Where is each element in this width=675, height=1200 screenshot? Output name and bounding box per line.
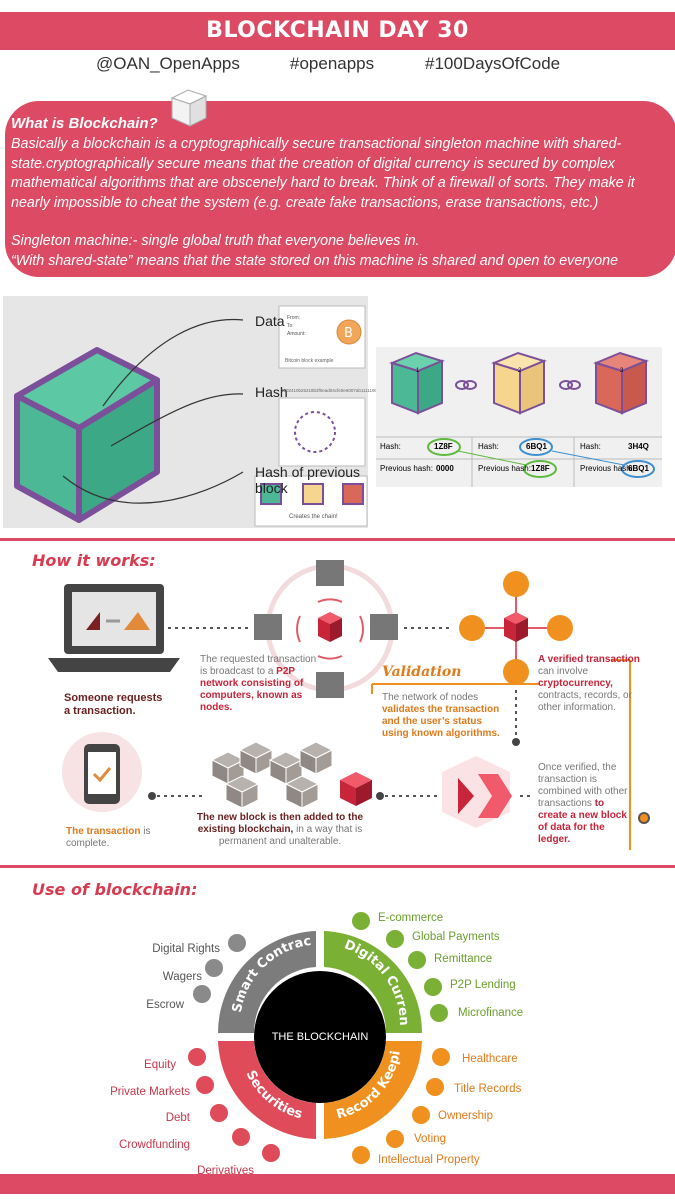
step-verified: A verified transaction can involve crypt…	[538, 654, 640, 713]
label-data: Data	[255, 313, 285, 329]
item-escrow: Escrow	[146, 999, 184, 1011]
svg-text:B: B	[344, 326, 353, 341]
globe-icon	[386, 930, 404, 948]
footer-bar	[0, 1174, 675, 1194]
validation-heading: Validation	[382, 664, 462, 680]
blockchain-ring-diagram: Smart Contracts Digital Currency Securit…	[190, 905, 423, 1139]
what-para-3: “With shared-state” means that the state…	[11, 252, 619, 269]
item-private-markets: Private Markets	[110, 1085, 190, 1098]
page-banner: BLOCKCHAIN DAY 30	[0, 12, 675, 50]
step-complete: The transaction is complete.	[66, 826, 151, 849]
key-icon	[412, 1106, 430, 1124]
item-remittance: Remittance	[434, 953, 493, 965]
item-healthcare: Healthcare	[462, 1053, 518, 1065]
hash-string: 3602410b25218b3f0ead04cfe0e6007ab1111190	[281, 388, 378, 393]
item-voting: Voting	[414, 1133, 446, 1145]
healthcare-icon	[432, 1048, 450, 1066]
cube-icon	[170, 89, 208, 127]
what-title: What is Blockchain?	[11, 115, 158, 132]
label-hash: Hash	[255, 384, 288, 400]
bitcoin-caption: Bitcoin block example	[285, 358, 334, 364]
item-microfinance: Microfinance	[458, 1007, 524, 1019]
item-ownership: Ownership	[438, 1110, 493, 1122]
divider-1	[0, 538, 675, 541]
process-illustration	[48, 560, 650, 850]
prev-value-1: 0000	[436, 464, 454, 473]
prev-label-1: Previous hash:	[380, 464, 433, 473]
blockchain-center-label: THE BLOCKCHAIN	[271, 1031, 369, 1043]
ballot-icon	[386, 1130, 404, 1148]
transfer-icon	[408, 951, 426, 969]
item-digital-rights: Digital Rights	[152, 943, 220, 955]
house-icon	[426, 1078, 444, 1096]
hash-label-1: Hash:	[380, 442, 401, 451]
step-combine: Once verified, the transaction is combin…	[538, 762, 628, 845]
bitcoin-block-fields: From:To:Amount:	[287, 315, 306, 337]
item-intellectual-property: Intellectual Property	[378, 1154, 480, 1166]
block-anatomy-panel: B Data Hash Hash of previous block From:…	[3, 296, 377, 528]
block-2-number: 2	[518, 368, 522, 374]
item-p2p-lending: P2P Lending	[450, 979, 516, 991]
item-global-payments: Global Payments	[412, 931, 500, 943]
what-text: Basically a blockchain is a cryptographi…	[11, 135, 651, 271]
item-crowdfunding: Crowdfunding	[119, 1138, 190, 1151]
lightbulb-icon	[352, 1146, 370, 1164]
block-1-number: 1	[416, 368, 420, 374]
twitter-handle[interactable]: @OAN_OpenApps	[96, 54, 240, 73]
debt-icon	[210, 1104, 228, 1122]
what-is-blockchain-card: What is Blockchain? Basically a blockcha…	[5, 101, 675, 277]
chain-cubes-illustration	[376, 351, 662, 487]
big-cube-illustration: B	[14, 305, 368, 527]
prev-value-2: 1Z8F	[531, 464, 550, 473]
cycle-icon	[262, 1144, 280, 1162]
handshake-icon	[193, 985, 211, 1003]
chain-caption: Creates the chain!	[289, 514, 338, 520]
securities-items: Equity Private Markets Debt Crowdfunding…	[100, 1052, 254, 1185]
chart-icon	[188, 1048, 206, 1066]
what-para-2: Singleton machine:- single global truth …	[11, 233, 420, 249]
hashtag-100days[interactable]: #100DaysOfCode	[425, 54, 561, 73]
coins-icon	[430, 1004, 448, 1022]
chain-example-panel: 1 2 3 Hash: 1Z8F Previous hash: 0000 Has…	[376, 347, 662, 487]
item-title-records: Title Records	[454, 1083, 522, 1095]
hash-value-3: 3H4Q	[628, 442, 649, 451]
step-broadcast: The requested transaction is broadcast t…	[200, 654, 317, 713]
block-3-number: 3	[620, 368, 624, 374]
prev-value-3: 6BQ1	[628, 464, 649, 473]
cart-icon	[352, 912, 370, 930]
prev-label-3: Previous hash:	[580, 464, 633, 473]
divider-2	[0, 865, 675, 868]
prev-label-2: Previous hash:	[478, 464, 531, 473]
hash-label-2: Hash:	[478, 442, 499, 451]
step-added: The new block is then added to the exist…	[196, 812, 364, 847]
hashtag-openapps[interactable]: #openapps	[290, 54, 375, 73]
hash-value-2: 6BQ1	[526, 442, 547, 451]
step-validate: The network of nodes validates the trans…	[382, 692, 500, 739]
label-prev-hash: Hash of previous block	[255, 464, 361, 496]
crowd-icon	[232, 1128, 250, 1146]
dice-icon	[205, 959, 223, 977]
use-of-blockchain-title: Use of blockchain:	[32, 880, 198, 899]
how-it-works-title: How it works:	[32, 551, 156, 570]
hash-label-3: Hash:	[580, 442, 601, 451]
padlock-icon	[196, 1076, 214, 1094]
lending-icon	[424, 978, 442, 996]
what-para-1: Basically a blockchain is a cryptographi…	[11, 136, 635, 211]
item-wagers: Wagers	[162, 971, 202, 983]
item-equity: Equity	[144, 1059, 176, 1071]
item-debt: Debt	[165, 1112, 190, 1124]
item-ecommerce: E-commerce	[378, 912, 444, 924]
hash-value-1: 1Z8F	[434, 442, 453, 451]
lock-icon	[228, 934, 246, 952]
smart-contract-items: Digital Rights Wagers Escrow	[130, 935, 220, 1019]
